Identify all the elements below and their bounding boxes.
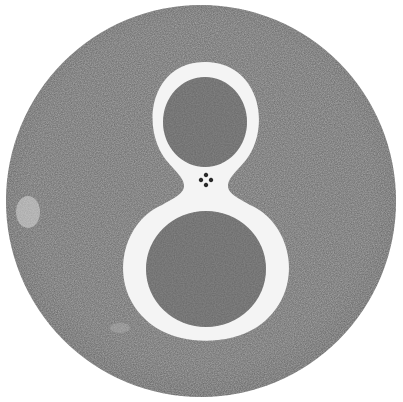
lower-hole (146, 211, 266, 327)
dot-top (204, 173, 208, 177)
dot-left (199, 178, 203, 182)
upper-hole (163, 77, 247, 167)
dot-bottom (204, 183, 208, 187)
dot-right (209, 178, 213, 182)
